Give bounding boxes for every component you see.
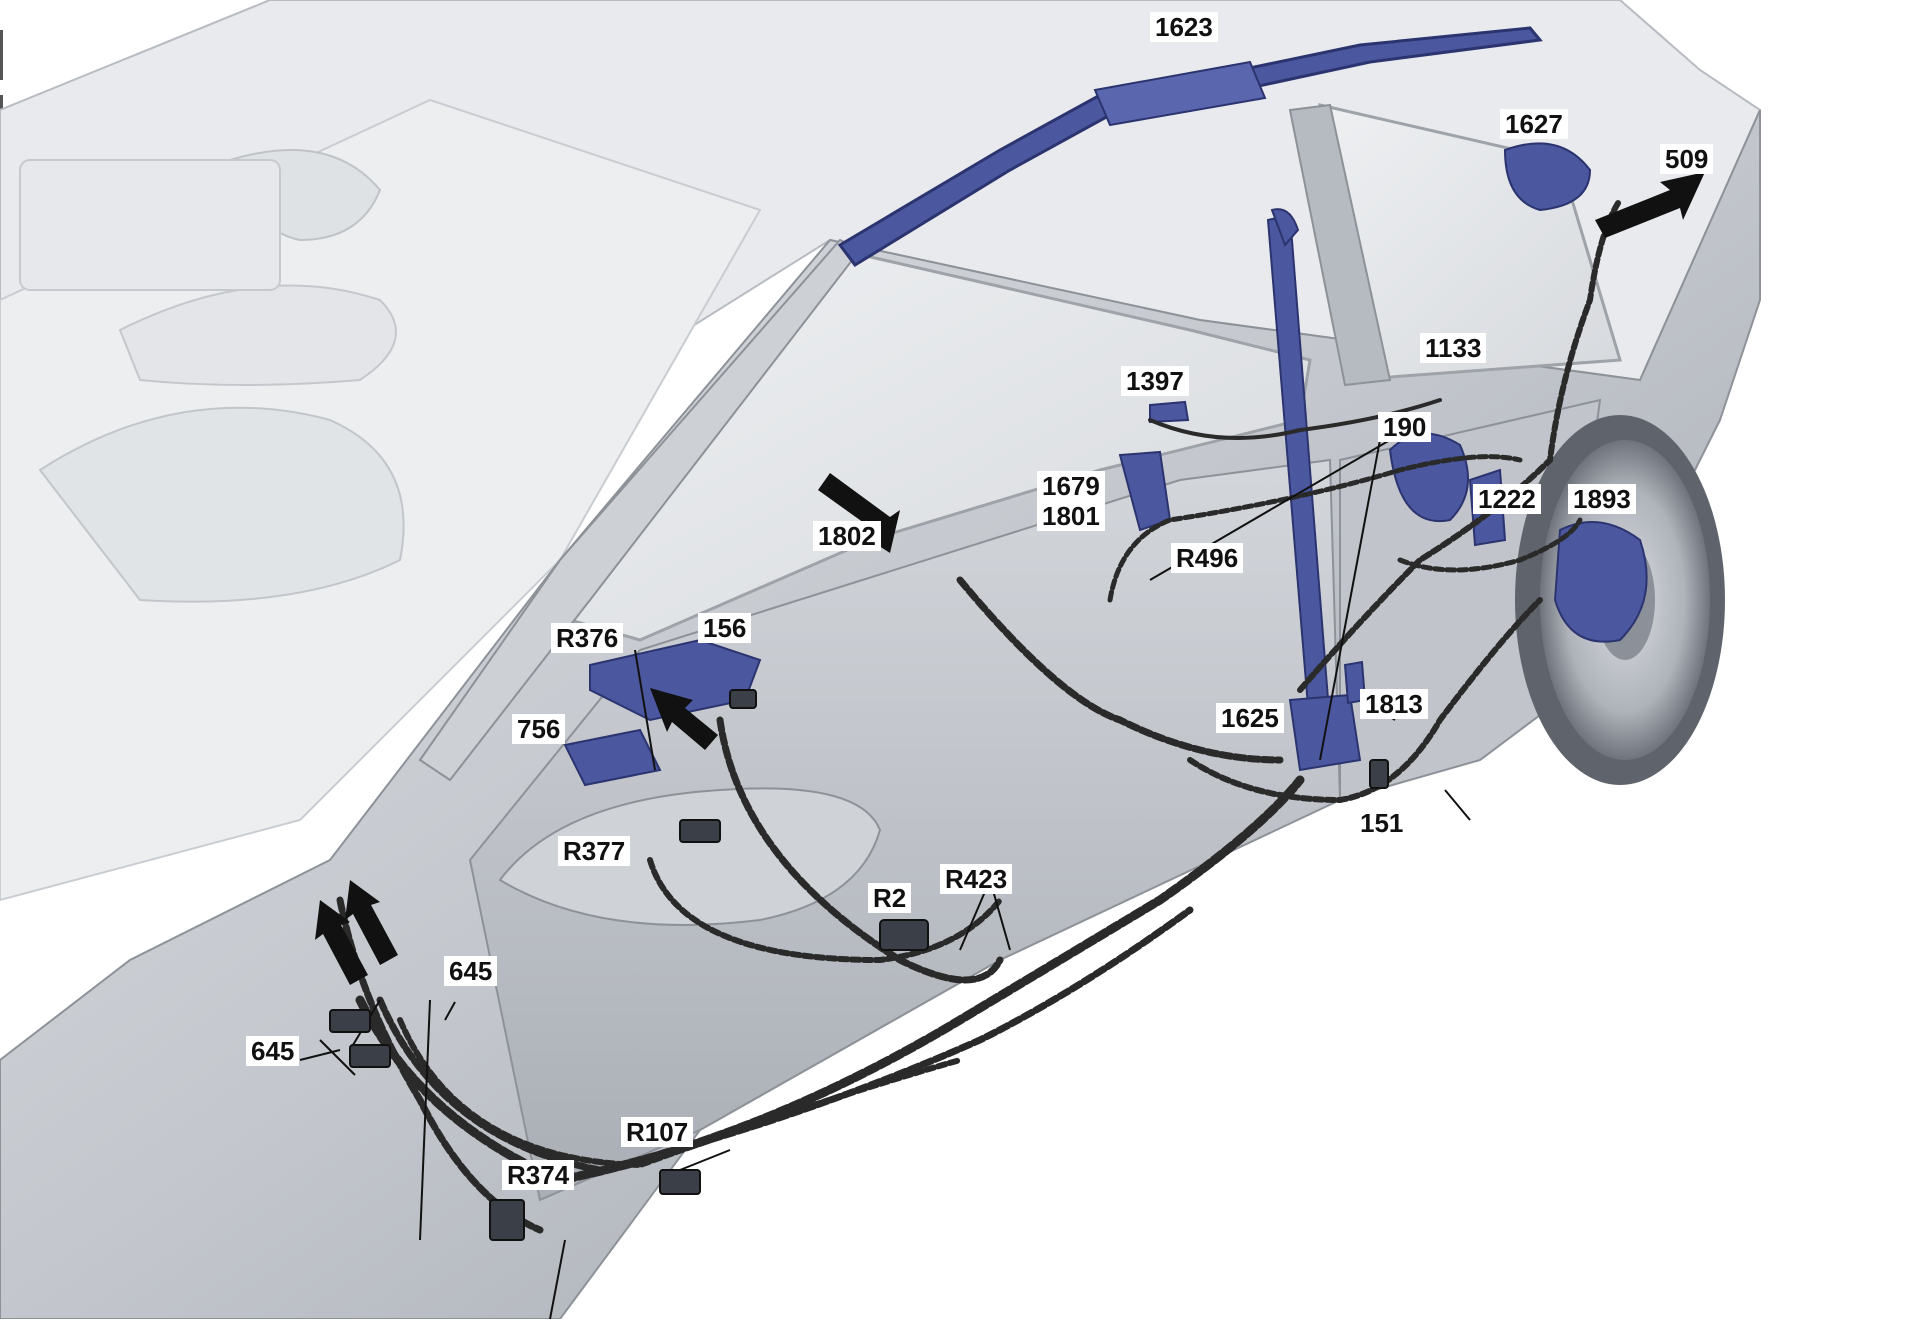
- callout-1679: 1679: [1042, 471, 1100, 501]
- callout-R496: R496: [1171, 543, 1244, 573]
- connectors: [329, 689, 1389, 1241]
- callout-R376: R376: [551, 623, 624, 653]
- callout-190: 190: [1378, 412, 1432, 442]
- callout-1801: 1801: [1042, 501, 1100, 531]
- airbag-module: [1093, 60, 1267, 127]
- wiring-harness: [336, 197, 1623, 1234]
- seat-shape: [38, 406, 405, 603]
- callout-R2: R2: [868, 883, 912, 913]
- component-1893: [1553, 521, 1648, 643]
- callout-1813: 1813: [1360, 689, 1428, 719]
- callout-R107: R107: [621, 1117, 694, 1147]
- component-1397: [1149, 400, 1190, 424]
- callout-1222: 1222: [1473, 484, 1541, 514]
- sunroof-shape: [19, 159, 281, 291]
- callout-645-lower: 645: [246, 1036, 300, 1066]
- callout-1627: 1627: [1500, 109, 1568, 139]
- b-pillar: [1288, 103, 1392, 387]
- callout-R423: R423: [940, 864, 1013, 894]
- component-756: [563, 728, 662, 787]
- component-1627: [1503, 142, 1592, 212]
- callout-R377: R377: [558, 836, 631, 866]
- side-mirror: [498, 787, 882, 926]
- callout-1625: 1625: [1216, 703, 1284, 733]
- callout-1397: 1397: [1121, 366, 1189, 396]
- callout-R374: R374: [502, 1160, 575, 1190]
- callout-156: 156: [698, 613, 752, 643]
- callout-1802: 1802: [813, 521, 881, 551]
- callout-645-upper: 645: [444, 956, 498, 986]
- callout-1679-1801: 1679 1801: [1037, 471, 1105, 531]
- callout-1893: 1893: [1568, 484, 1636, 514]
- callout-151: 151: [1355, 808, 1409, 838]
- callout-509: 509: [1660, 144, 1714, 174]
- callout-756: 756: [512, 714, 566, 744]
- callout-1133: 1133: [1420, 333, 1487, 363]
- belt-guide: [1270, 208, 1300, 247]
- callout-1623: 1623: [1150, 12, 1218, 42]
